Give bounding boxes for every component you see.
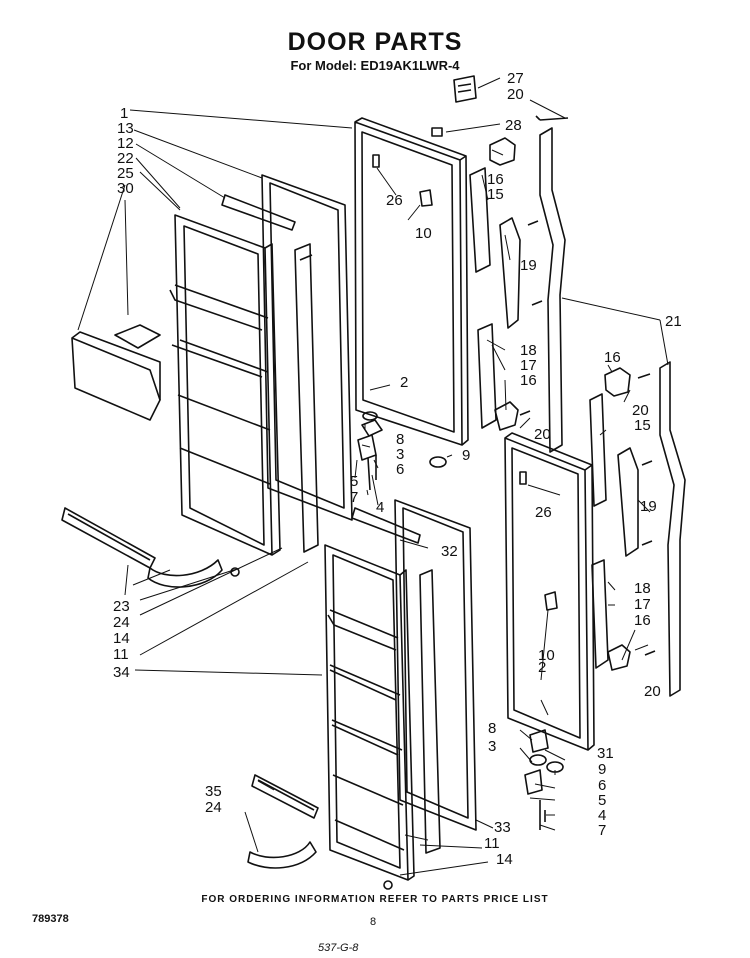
trim-strip: [221, 194, 296, 231]
callout-16c: 16: [604, 349, 621, 366]
callout-16d: 16: [634, 612, 651, 629]
upper-hinge-plate: [469, 167, 491, 273]
callout-20d: 20: [644, 683, 661, 700]
freezer-outer-door: [354, 117, 469, 446]
hinge-cover-right: [659, 361, 686, 697]
freezer-door-gasket: [261, 174, 353, 521]
callout-18b: 18: [634, 580, 651, 597]
callout-22: 22: [117, 150, 134, 167]
callout-31: 31: [597, 745, 614, 762]
page-number: 8: [370, 916, 377, 928]
model-prefix: For Model:: [290, 58, 357, 73]
callout-5b: 5: [598, 792, 606, 809]
callout-18: 18: [520, 342, 537, 359]
callout-26: 26: [386, 192, 403, 209]
callout-6b: 6: [598, 777, 606, 794]
callout-20c: 20: [632, 402, 649, 419]
callout-8: 8: [396, 431, 404, 448]
ordering-note: FOR ORDERING INFORMATION REFER TO PARTS …: [201, 894, 549, 905]
callout-16: 16: [487, 171, 504, 188]
callout-11: 11: [113, 646, 129, 663]
door-stop: [372, 154, 380, 168]
callout-1: 1: [120, 105, 128, 122]
model-number: ED19AK1LWR-4: [360, 58, 460, 73]
callout-9b: 9: [598, 761, 606, 778]
callout-2b: 2: [538, 659, 546, 676]
callout-4b: 4: [598, 807, 606, 824]
callout-6: 6: [396, 461, 404, 478]
door-bottom-bracket: [61, 507, 156, 569]
callout-8b: 8: [488, 720, 496, 737]
callout-3b: 3: [488, 738, 496, 755]
handwritten-code: 537-G-8: [318, 942, 359, 954]
callout-7: 7: [350, 489, 358, 506]
model-subtitle: For Model: ED19AK1LWR-4: [0, 58, 750, 73]
callout-19b: 19: [640, 498, 657, 515]
callout-13: 13: [117, 120, 134, 137]
freezer-shelf: [71, 324, 161, 421]
callout-28: 28: [505, 117, 522, 134]
callout-24b: 24: [205, 799, 222, 816]
breaker-strip: [294, 243, 319, 553]
upper-hinge-plate-right: [589, 393, 607, 507]
callout-20: 20: [507, 86, 524, 103]
callout-17: 17: [520, 357, 537, 374]
callout-17b: 17: [634, 596, 651, 613]
diagram-title: DOOR PARTS: [287, 28, 463, 56]
callout-19: 19: [520, 257, 537, 274]
trim-strip-lower: [351, 507, 421, 544]
handle-bracket: [147, 559, 223, 588]
callout-14b: 14: [496, 851, 513, 868]
breaker-strip-lower: [419, 569, 441, 854]
callout-32: 32: [441, 543, 458, 560]
callout-35: 35: [205, 783, 222, 800]
hinge-arm-right: [617, 447, 639, 557]
door-bottom-bracket-lower: [251, 774, 319, 819]
callout-21: 21: [665, 313, 682, 330]
callout-11b: 11: [484, 835, 500, 852]
document-number: 789378: [32, 913, 69, 925]
callout-34: 34: [113, 664, 130, 681]
callout-20b: 20: [534, 426, 551, 443]
label-plate: [453, 75, 477, 103]
hinge-cover: [539, 127, 566, 453]
seal-pad: [431, 127, 443, 137]
handle-bracket-lower: [247, 841, 317, 869]
hinge-block-right: [607, 644, 631, 671]
callout-14: 14: [113, 630, 130, 647]
callout-15b: 15: [634, 417, 651, 434]
callout-7b: 7: [598, 822, 606, 839]
callout-2: 2: [400, 374, 408, 391]
callout-labels: 1 13 12 22 25 30 23 24 14 11 34 35 24 27…: [113, 70, 682, 868]
callout-26b: 26: [535, 504, 552, 521]
callout-24: 24: [113, 614, 130, 631]
callout-30: 30: [117, 180, 134, 197]
door-stop-right: [519, 471, 527, 485]
callout-23: 23: [113, 598, 130, 615]
callout-25: 25: [117, 165, 134, 182]
callout-12: 12: [117, 135, 134, 152]
fresh-food-door-gasket: [394, 499, 477, 831]
lower-hinge-plate: [477, 323, 497, 429]
fresh-food-outer-door: [504, 432, 595, 751]
door-stop-bracket: [419, 189, 433, 207]
callout-9: 9: [462, 447, 470, 464]
callout-16b: 16: [520, 372, 537, 389]
lower-hinge-plate-right: [591, 559, 609, 669]
callout-33: 33: [494, 819, 511, 836]
callout-27: 27: [507, 70, 524, 87]
callout-15: 15: [487, 186, 504, 203]
callout-3: 3: [396, 446, 404, 463]
hinge-cap-right: [604, 367, 631, 397]
callout-10: 10: [415, 225, 432, 242]
hinge-arm: [499, 217, 521, 329]
hinge-block: [494, 401, 519, 431]
freezer-door-liner: [169, 214, 281, 556]
hinge-cap: [489, 137, 516, 166]
callout-5: 5: [350, 473, 358, 490]
callout-10b: 10: [538, 647, 555, 664]
callout-4: 4: [376, 499, 384, 516]
fresh-food-door-liner: [324, 544, 415, 881]
